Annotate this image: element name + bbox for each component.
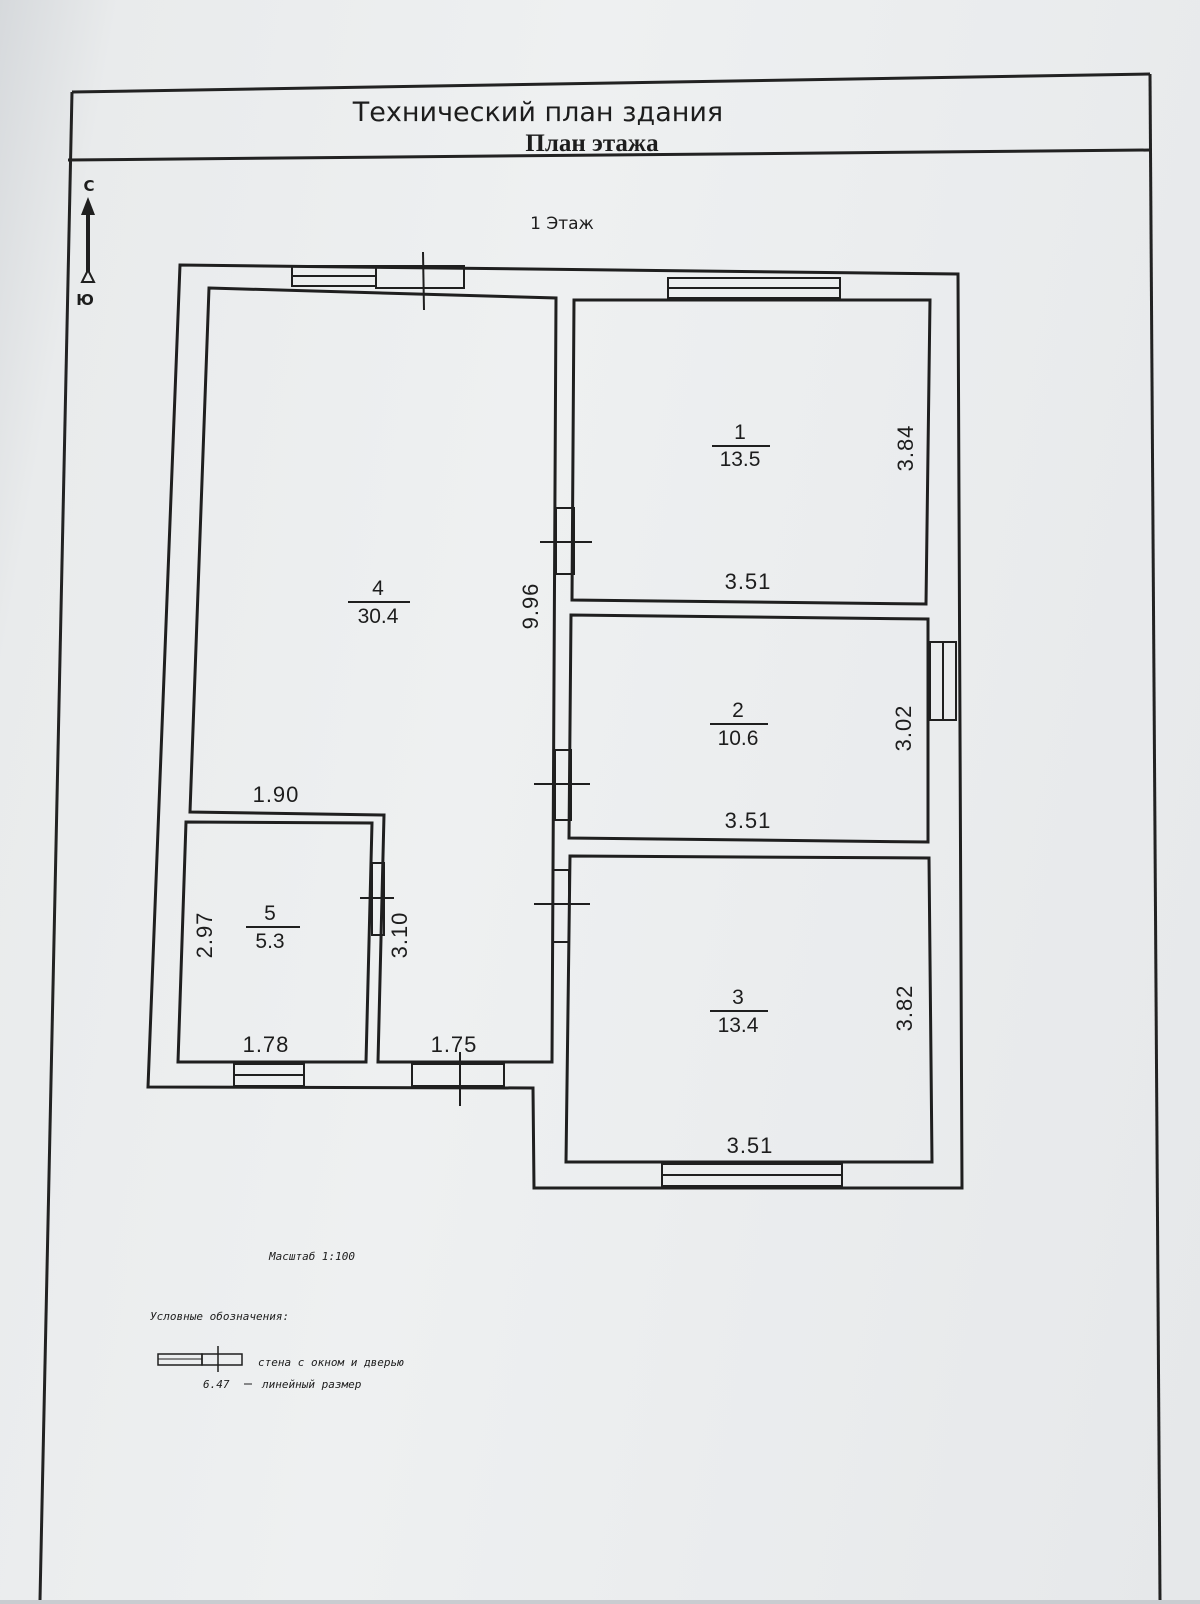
room-4-length-dim: 9.96 [518,583,543,630]
room-2-height-dim: 3.02 [891,705,916,752]
legend-dim-sample: 6.47 [203,1378,230,1391]
room-4-outline [188,286,558,1064]
room-3-height-dim: 3.82 [892,985,917,1032]
door-icons [360,251,592,1106]
dimension-labels: 3.84 3.51 3.02 3.51 3.82 3.51 9.96 1.90 … [192,425,918,1158]
room-number: 1 [734,421,746,444]
hall-width-dim: 1.75 [431,1032,478,1057]
compass-icon [80,197,96,283]
room-2-width-dim: 3.51 [725,808,772,833]
document-subtitle: План этажа [525,130,659,157]
room-label-2: 2 10.6 [710,699,768,750]
room-number: 5 [264,902,276,925]
room-5-width-dim: 1.78 [243,1032,290,1057]
room-label-3: 3 13.4 [710,986,768,1037]
compass-north-label: С [83,177,94,195]
room-5-outline [176,820,374,1064]
room-3-outline [564,854,934,1164]
room-area: 30.4 [358,605,399,628]
room-area: 13.4 [718,1014,759,1037]
hall-height-dim: 3.10 [387,912,412,959]
exterior-walls [146,263,964,1190]
scale-label: Масштаб 1:100 [268,1250,355,1263]
room-1-width-dim: 3.51 [725,569,772,594]
room-label-5: 5 5.3 [246,902,300,953]
room-area: 13.5 [720,448,761,471]
room-number: 2 [732,699,744,722]
window-icons [233,265,957,1187]
room-label-4: 4 30.4 [348,577,410,628]
legend-wall-item: стена с окном и дверью [258,1356,404,1369]
room-2-outline [567,613,930,844]
room-area: 10.6 [718,727,759,750]
page-frame [38,72,1162,1601]
document-title: Технический план здания [352,97,723,128]
room-number: 4 [372,577,384,600]
floor-label: 1 Этаж [530,214,594,234]
room-4-width-dim: 1.90 [253,782,300,807]
room-1-height-dim: 3.84 [893,425,918,472]
room-number: 3 [732,986,744,1009]
room-outlines [176,286,934,1164]
legend-wall-symbol-icon [157,1346,243,1372]
legend-title: Условные обозначения: [150,1310,289,1323]
room-1-outline [570,298,932,606]
room-area: 5.3 [255,930,284,953]
room-5-height-dim: 2.97 [192,912,217,959]
compass-south-label: Ю [76,291,94,309]
legend-dim-item: линейный размер [261,1378,362,1391]
room-3-width-dim: 3.51 [727,1133,774,1158]
room-label-1: 1 13.5 [712,421,770,471]
